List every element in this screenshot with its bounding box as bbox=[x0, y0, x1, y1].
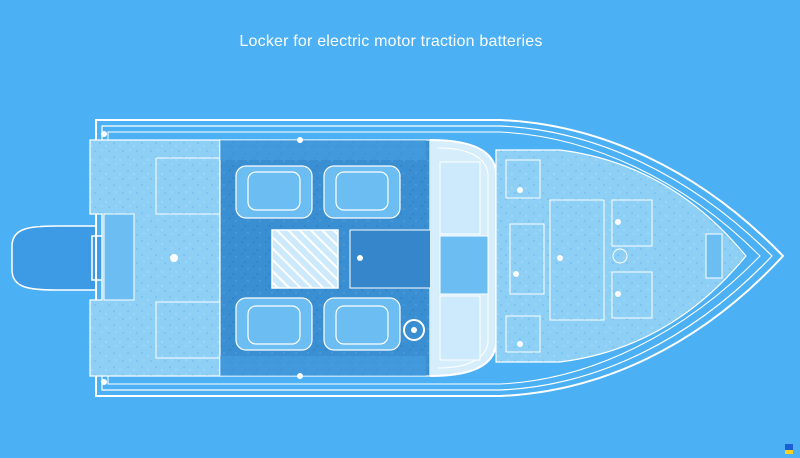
seat-icon bbox=[235, 297, 313, 351]
anchor-locker bbox=[705, 233, 723, 279]
bow-deck bbox=[495, 149, 747, 363]
stern-hatch-latch bbox=[170, 254, 178, 262]
seat-icon bbox=[323, 297, 401, 351]
diagram-title: Locker for electric motor traction batte… bbox=[239, 33, 543, 50]
transom-well bbox=[103, 213, 135, 301]
passenger-console bbox=[439, 161, 481, 235]
steering-wheel-icon bbox=[403, 319, 425, 341]
outboard-motor-icon bbox=[11, 225, 107, 291]
locker-hatch-icon[interactable] bbox=[271, 229, 339, 289]
corner-badge bbox=[785, 444, 793, 454]
seat-icon bbox=[323, 165, 401, 219]
helm-console bbox=[439, 295, 481, 361]
walkthrough bbox=[439, 235, 489, 295]
floor-hatch bbox=[349, 229, 443, 289]
hull-outline bbox=[95, 119, 785, 397]
seat-icon bbox=[235, 165, 313, 219]
